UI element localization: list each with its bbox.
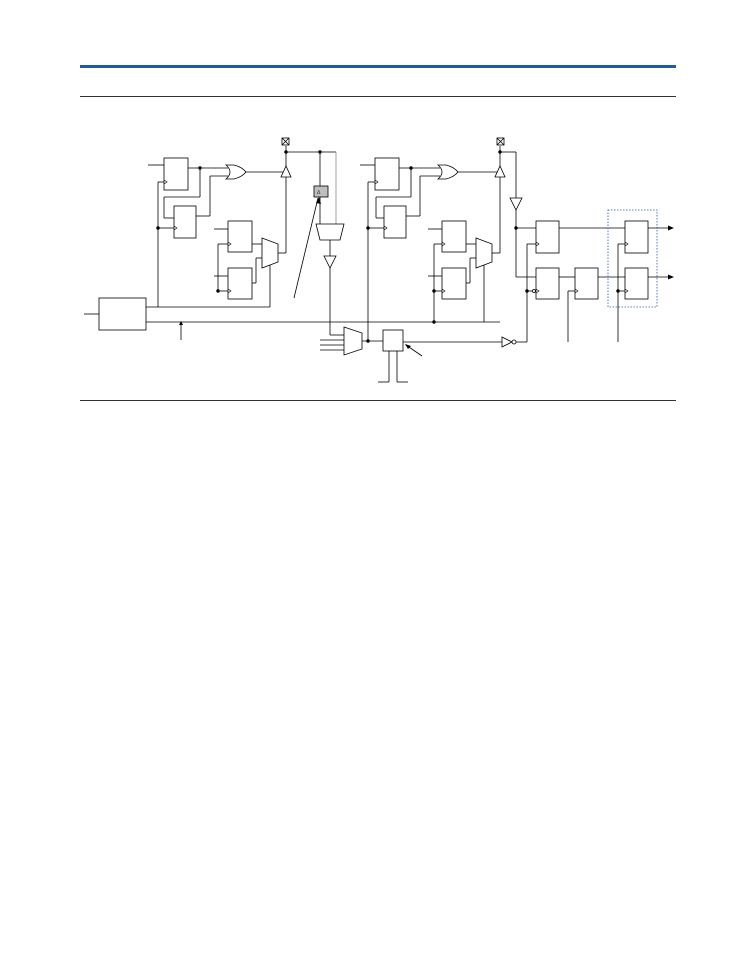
clock-wedge-icon xyxy=(535,288,540,294)
clock-wedge-icon xyxy=(163,179,168,185)
clock-wedge-icon xyxy=(441,288,446,294)
clock-invert-bubble xyxy=(532,289,536,293)
optional-register-group xyxy=(607,209,658,308)
wire-junction xyxy=(216,289,220,293)
clock-wedge-icon xyxy=(227,241,232,247)
output-register-1 xyxy=(163,157,189,191)
ddr-register-b xyxy=(227,267,253,300)
wire-junction xyxy=(616,289,620,293)
input-register-a xyxy=(535,220,560,254)
input-buffer-icon xyxy=(509,197,523,211)
arrow-icon xyxy=(405,344,411,349)
figure-bottom-rule xyxy=(80,400,676,401)
clock-wedge-icon xyxy=(173,225,178,231)
wire-junction xyxy=(156,226,160,230)
wire-junction xyxy=(432,320,436,324)
arrow-icon xyxy=(179,321,183,325)
wire-junction xyxy=(366,226,370,230)
delay-block-label: Δ xyxy=(317,190,321,196)
wire-junction xyxy=(366,339,370,343)
arrow-icon xyxy=(668,225,674,231)
ddr-register-d xyxy=(441,267,467,300)
wire-junction xyxy=(409,166,413,170)
clock-divider-block xyxy=(382,329,404,352)
clock-mux-icon xyxy=(343,326,363,356)
ddr-register-a xyxy=(227,220,253,253)
clock-wedge-icon xyxy=(374,179,379,185)
arrow-icon xyxy=(668,274,674,280)
control-block xyxy=(98,297,147,331)
input-register-b xyxy=(535,267,560,300)
oe-register-1 xyxy=(173,205,197,239)
wire-junction xyxy=(198,166,202,170)
clock-wedge-icon xyxy=(441,241,446,247)
output-sync-register-b xyxy=(624,267,649,300)
or-gate-icon xyxy=(224,164,247,180)
delay-callout-line xyxy=(293,197,319,299)
header-rule xyxy=(80,65,676,68)
inverter-bubble xyxy=(511,339,517,345)
wire-junction xyxy=(525,289,529,293)
mux-icon xyxy=(475,237,493,269)
clock-wedge-icon xyxy=(383,225,388,231)
mux-icon xyxy=(261,237,279,269)
or-gate-icon xyxy=(436,164,459,180)
delay-mux-icon xyxy=(315,223,345,241)
inverter-icon xyxy=(501,336,513,348)
buffer-icon xyxy=(494,165,506,178)
clock-wedge-icon xyxy=(624,241,629,247)
delay-element xyxy=(313,185,329,198)
output-register-2 xyxy=(374,157,400,191)
input-buffer-icon xyxy=(323,255,337,269)
ddr-register-c xyxy=(441,220,467,253)
wire-junction xyxy=(318,150,322,154)
arrow-icon xyxy=(316,197,321,204)
buffer-icon xyxy=(280,165,292,178)
resync-register xyxy=(574,267,599,300)
clock-wedge-icon xyxy=(574,288,579,294)
clock-wedge-icon xyxy=(624,288,629,294)
pad-cross-2 xyxy=(496,137,505,146)
clock-wedge-icon xyxy=(535,241,540,247)
wire-junction xyxy=(432,289,436,293)
output-sync-register-a xyxy=(624,220,649,254)
pad-cross-2 xyxy=(281,137,290,146)
clock-wedge-icon xyxy=(227,288,232,294)
oe-register-2 xyxy=(383,205,407,239)
figure-top-rule xyxy=(80,96,676,97)
